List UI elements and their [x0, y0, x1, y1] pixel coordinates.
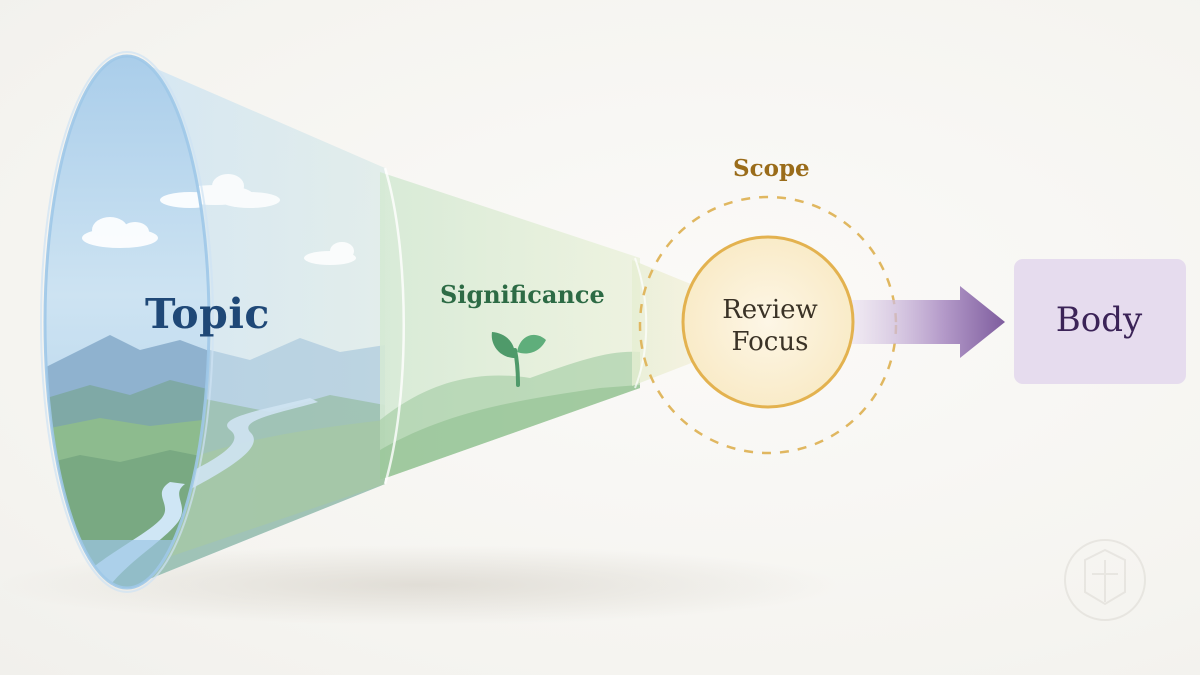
review-focus-line-1: Review — [722, 295, 818, 325]
ground-shadow — [0, 545, 840, 625]
scope-label: Scope — [733, 155, 810, 182]
significance-label: Significance — [440, 280, 605, 309]
arrow-to-body — [850, 286, 1005, 358]
sprout-icon — [491, 332, 546, 387]
body-label: Body — [1055, 300, 1143, 340]
funnel-mouth-rim — [43, 54, 211, 590]
topic-label: Topic — [145, 290, 270, 338]
topic-landscape — [45, 56, 209, 588]
watermark-icon — [1064, 539, 1146, 621]
review-focus-circle — [681, 235, 855, 409]
review-focus-line-2: Focus — [731, 327, 809, 357]
body-box — [1014, 259, 1186, 384]
review-focus-label: Review Focus — [700, 294, 840, 358]
